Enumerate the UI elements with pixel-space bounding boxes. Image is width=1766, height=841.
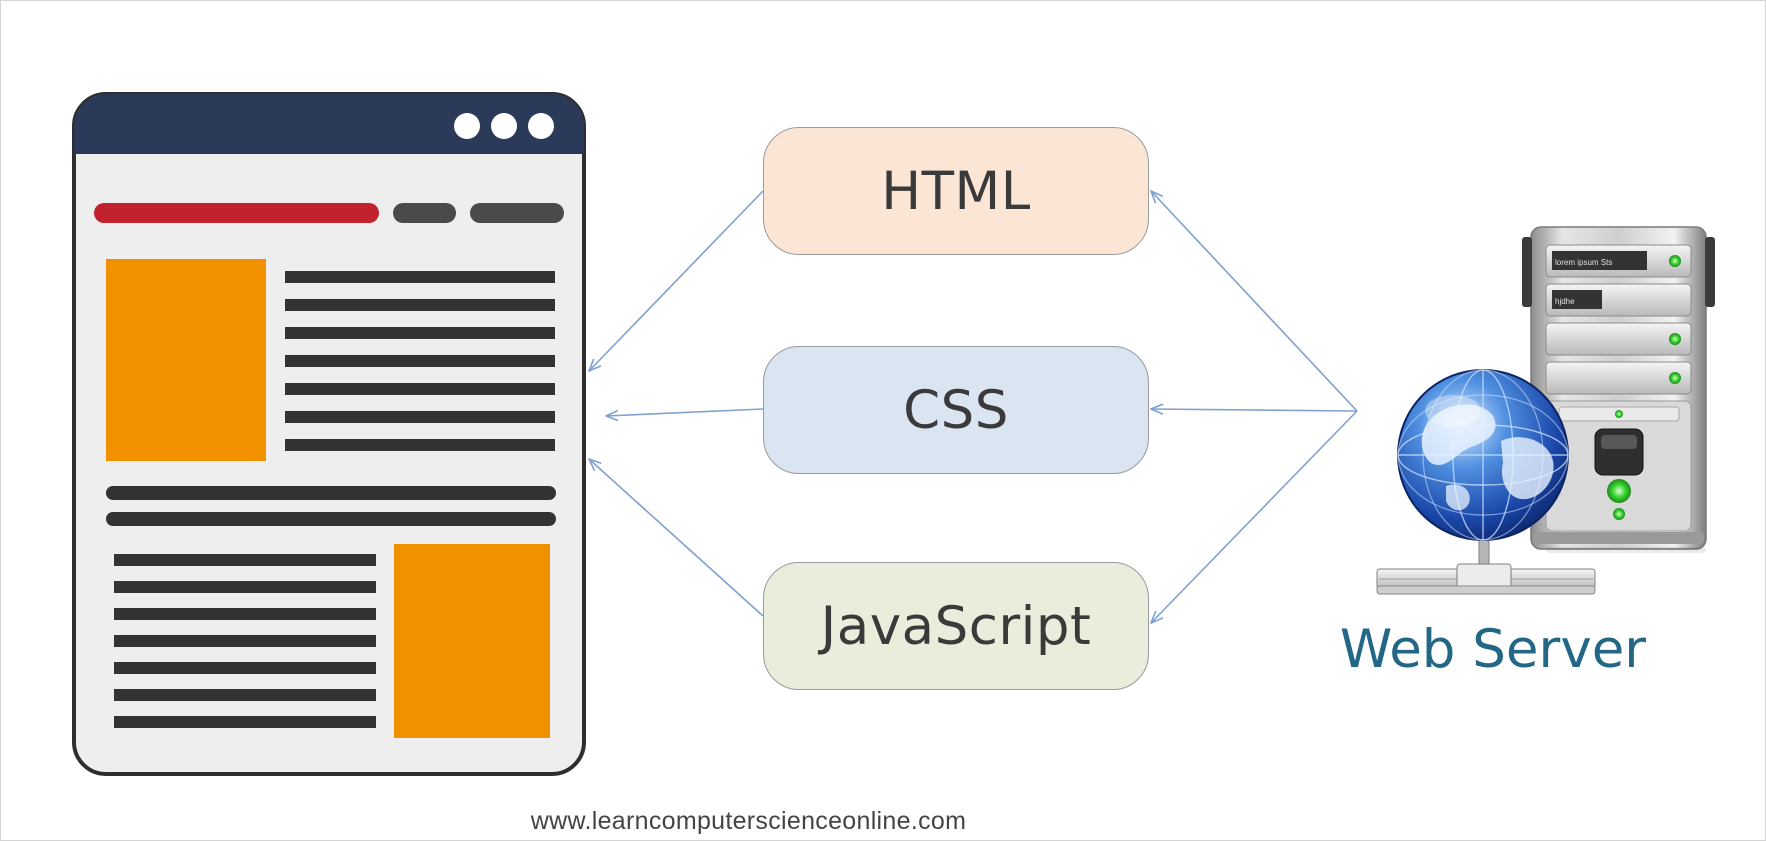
browser-header [74,94,584,154]
css-box: CSS [763,346,1149,474]
arrow-html-to-browser [589,190,764,371]
drive-bays: lorem ipsum Sts hjdhe [1545,244,1692,395]
web-server-label: Web Server [1339,619,1647,680]
image-block [106,259,266,461]
javascript-box: JavaScript [763,562,1149,690]
text-line-wide [106,486,556,500]
panel-text-1: lorem ipsum Sts [1555,258,1612,267]
nav-bar-active [94,203,379,223]
image-block [394,544,550,738]
window-dot [454,113,480,139]
window-dot [491,113,517,139]
arrow-server-to-css [1151,409,1358,411]
javascript-label: JavaScript [820,595,1092,657]
globe-icon [1397,369,1569,541]
arrow-js-to-browser [589,459,764,617]
text-lines [285,271,555,451]
text-line-wide [106,512,556,526]
nav-bar-item [393,203,456,223]
network-connector-icon [1376,530,1596,595]
arrow-server-to-html [1151,191,1358,412]
text-lines [114,554,376,728]
arrow-css-to-browser [606,408,764,416]
nav-bar-item [470,203,564,223]
window-dot [528,113,554,139]
arrow-server-to-js [1151,410,1358,623]
panel-text-2: hjdhe [1555,297,1575,306]
css-label: CSS [903,379,1009,441]
source-url: www.learncomputerscienceonline.com [530,807,967,835]
html-box: HTML [763,127,1149,255]
html-label: HTML [881,160,1031,222]
